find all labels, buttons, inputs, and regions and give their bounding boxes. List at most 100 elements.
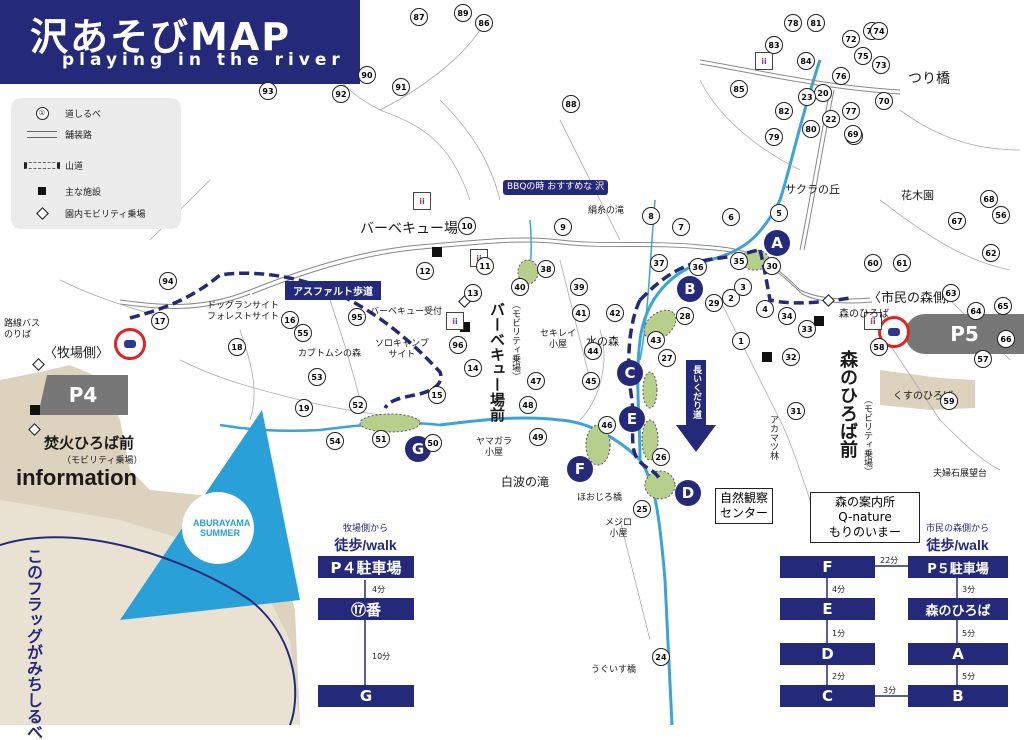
stop-f: F <box>567 456 593 482</box>
signpost-marker: 14 <box>464 359 482 377</box>
signpost-marker: 44 <box>584 342 602 360</box>
legend-label: 山道 <box>65 161 84 172</box>
signpost-marker: 41 <box>572 304 590 322</box>
signpost-marker: 92 <box>332 85 350 103</box>
facility-marker <box>460 322 470 332</box>
signpost-marker: 96 <box>449 336 467 354</box>
signpost-marker: 12 <box>416 262 434 280</box>
signpost-marker: 33 <box>798 320 816 338</box>
signpost-marker: 11 <box>476 257 494 275</box>
label-bbq-reception: バーベキュー受付 <box>370 306 443 316</box>
signpost-marker: 60 <box>864 254 882 272</box>
signpost-marker: 94 <box>159 272 177 290</box>
signpost-marker: 6 <box>722 208 740 226</box>
right-panel-cross-time: 3分 <box>883 686 897 695</box>
signpost-marker: 3 <box>734 278 752 296</box>
signpost-marker: 74 <box>870 22 888 40</box>
label-bbq-mobility: （モビリティ乗場） <box>511 300 521 381</box>
downhill-arrow <box>676 360 716 452</box>
signpost-marker: 9 <box>554 218 572 236</box>
river-main <box>439 416 674 725</box>
label-shimin-side: 〈市民の森側〉 <box>868 290 960 305</box>
signpost-marker: 18 <box>228 338 246 356</box>
left-panel-box: ⑰番 <box>318 598 414 620</box>
signpost-marker: 48 <box>519 396 537 414</box>
parking-p4: P4 <box>38 375 128 415</box>
left-panel-from: 牧場側から <box>342 523 388 533</box>
flag-badge-text: ABURAYAMA SUMMER <box>193 518 251 538</box>
right-panel-right-box: B <box>908 685 1008 707</box>
stop-e: E <box>619 406 645 432</box>
right-panel-cross-time: 22分 <box>880 556 899 565</box>
label-sekirei: セキレイ 小屋 <box>540 328 577 349</box>
label-bbq-front: バーベキュー場前 <box>488 302 505 422</box>
right-panel-time: 5分 <box>962 629 976 638</box>
facility-marker <box>814 316 824 326</box>
stop-b: B <box>677 276 703 302</box>
signpost-marker: 51 <box>372 430 390 448</box>
signpost-marker: 64 <box>967 302 985 320</box>
signpost-marker: 65 <box>994 297 1012 315</box>
left-panel-time: 10分 <box>372 652 391 661</box>
label-bbq-area: バーベキュー場 <box>360 220 458 236</box>
left-panel-box: G <box>318 685 414 707</box>
car-icon <box>114 328 146 360</box>
facility-marker <box>432 247 442 257</box>
right-panel-left-box: D <box>780 643 875 665</box>
label-information: information <box>16 465 137 490</box>
signpost-marker: 83 <box>765 36 783 54</box>
signpost-marker: 34 <box>778 307 796 325</box>
signpost-marker: 25 <box>633 500 651 518</box>
signpost-marker: 93 <box>259 82 277 100</box>
label-kenshi-falls: 絹糸の滝 <box>588 205 625 215</box>
signpost-marker: 87 <box>410 8 428 26</box>
signpost-marker: 24 <box>652 648 670 666</box>
label-fufuishi: 夫婦石展望台 <box>933 468 988 478</box>
left-panel-box: P４駐車場 <box>318 556 414 578</box>
signpost-marker: 28 <box>676 307 694 325</box>
pool-g <box>359 413 421 433</box>
label-mejiro: メジロ 小屋 <box>605 517 633 538</box>
pool-c <box>642 371 658 409</box>
signpost-marker: 38 <box>537 260 555 278</box>
signpost-marker: 56 <box>992 206 1010 224</box>
right-panel-left-box: C <box>780 685 875 707</box>
stop-a: A <box>764 230 790 256</box>
label-sakura: サクラの丘 <box>785 184 840 196</box>
label-yamagara: ヤマガラ 小屋 <box>476 436 513 457</box>
label-shiranami: 白波の滝 <box>501 475 550 489</box>
signpost-marker: 19 <box>295 399 313 417</box>
signpost-marker: 8 <box>642 207 660 225</box>
signpost-marker: 29 <box>705 294 723 312</box>
signpost-marker: 81 <box>807 14 825 32</box>
mobility-stop-icon <box>35 206 49 220</box>
legend-row-mobility: 園内モビリティ乗場 <box>19 206 145 220</box>
flag-badge-bg <box>182 492 254 564</box>
label-tsuribashi: つり橋 <box>908 70 950 86</box>
signpost-marker: 7 <box>672 218 690 236</box>
right-panel-time: 3分 <box>962 585 976 594</box>
signpost-marker: 35 <box>730 252 748 270</box>
signpost-marker: 45 <box>582 372 600 390</box>
signpost-marker: 36 <box>689 258 707 276</box>
left-panel-walk: 徒歩/walk <box>334 537 397 553</box>
signpost-marker: 16 <box>281 311 299 329</box>
label-morinohiroba-mae: 森のひろば前 <box>838 350 858 458</box>
signpost-marker: 78 <box>784 14 802 32</box>
panel-lines <box>364 565 958 697</box>
right-panel-time: 5分 <box>962 672 976 681</box>
signpost-marker: 42 <box>606 304 624 322</box>
label-akamatsu: アカマツ林 <box>769 415 779 460</box>
signpost-marker: 55 <box>294 324 312 342</box>
signpost-marker: 53 <box>308 368 326 386</box>
trail-icon <box>24 161 60 169</box>
signpost-marker: 68 <box>980 190 998 208</box>
label-morinohiroba: 森のひろば <box>839 309 889 320</box>
signpost-marker: 69 <box>844 125 862 143</box>
facility-icon <box>38 187 46 195</box>
signpost-marker: 26 <box>652 448 670 466</box>
label-takibi: 焚火ひろば前 <box>44 435 135 452</box>
